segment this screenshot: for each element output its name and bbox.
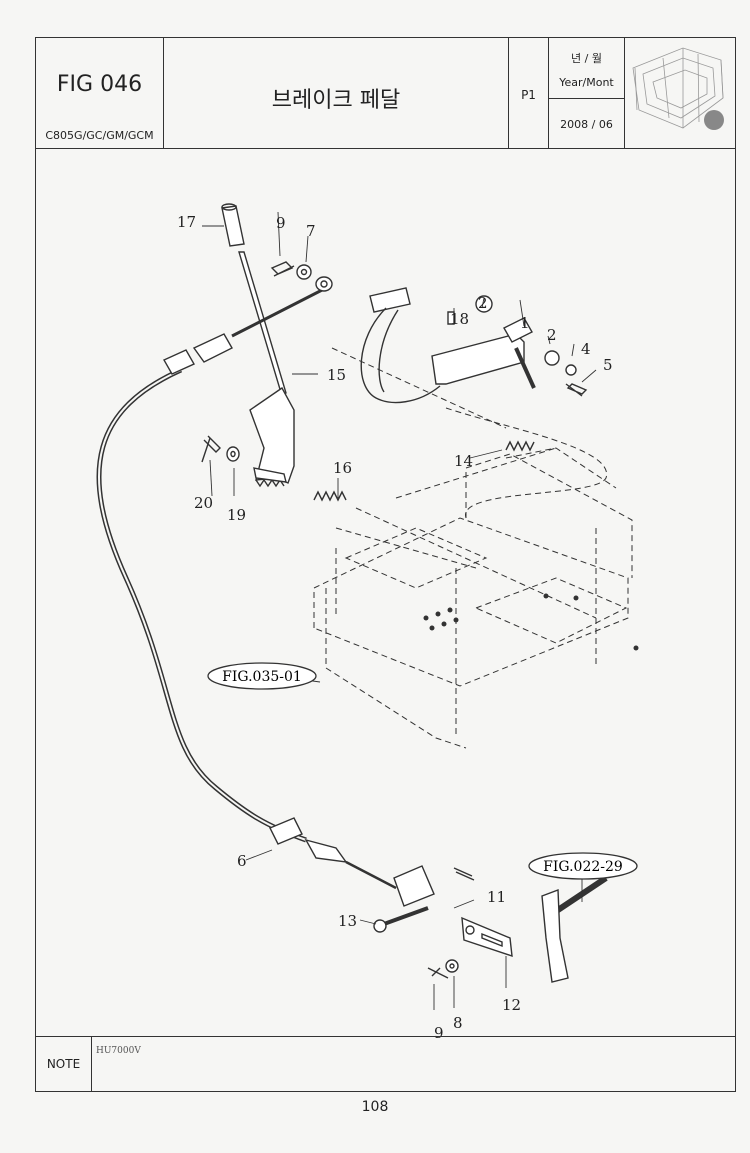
callout-1: 1 [520, 314, 530, 332]
callout-2: 2 [547, 326, 557, 344]
callout-4: 4 [581, 340, 591, 358]
year-month-label-en: Year/Mont [559, 76, 614, 89]
pedal-shaft-housing [431, 333, 525, 385]
knob-part [221, 203, 245, 247]
callout-17: 17 [177, 213, 196, 231]
fig-ref-035-01: FIG.035-01 [222, 669, 302, 685]
page-code-cell: P1 [509, 38, 549, 148]
date-value: 2008 / 06 [560, 118, 613, 131]
page-number: 108 [361, 1099, 389, 1115]
callout-13: 13 [338, 912, 357, 930]
callout-12: 12 [502, 996, 521, 1014]
title-cell: 브레이크 페달 [164, 38, 509, 148]
callout-20: 20 [194, 494, 213, 512]
callout-7: 7 [306, 222, 316, 240]
page-code: P1 [521, 88, 536, 102]
year-month-label-ko: 년 / 월 [571, 52, 602, 65]
frame-assembly [313, 347, 633, 749]
parts-sheet-frame: FIG 046 C805G/GC/GM/GCM 브레이크 페달 P1 년 / 월… [35, 37, 736, 1092]
note-label: NOTE [36, 1037, 92, 1091]
callout-15: 15 [327, 366, 346, 384]
callout-14: 14 [454, 452, 473, 470]
callout-6: 6 [237, 852, 247, 870]
callout-11: 11 [487, 888, 506, 906]
callout-2: 2 [478, 294, 488, 312]
callout-9: 9 [434, 1024, 444, 1038]
callout-5: 5 [603, 356, 613, 374]
date-cell: 년 / 월 Year/Mont 2008 / 06 [549, 38, 625, 148]
harvester-thumbnail-icon [632, 47, 724, 130]
page-title: 브레이크 페달 [271, 88, 401, 113]
fig-ref-022-29: FIG.022-29 [543, 859, 623, 875]
model-list: C805G/GC/GM/GCM [45, 129, 154, 142]
fig-cell: FIG 046 C805G/GC/GM/GCM [36, 38, 164, 148]
callout-19: 19 [227, 506, 246, 524]
callout-9: 9 [276, 214, 286, 232]
callout-18: 18 [450, 310, 469, 328]
callout-8: 8 [453, 1014, 463, 1032]
callout-16: 16 [333, 459, 352, 477]
header: FIG 046 C805G/GC/GM/GCM 브레이크 페달 P1 년 / 월… [36, 38, 735, 149]
note-row: NOTE [36, 1036, 735, 1091]
machine-thumbnail [623, 38, 735, 148]
fig-label: FIG 046 [56, 72, 143, 97]
parking-lever [238, 251, 287, 398]
drawing-code: HU7000V [96, 1046, 141, 1056]
